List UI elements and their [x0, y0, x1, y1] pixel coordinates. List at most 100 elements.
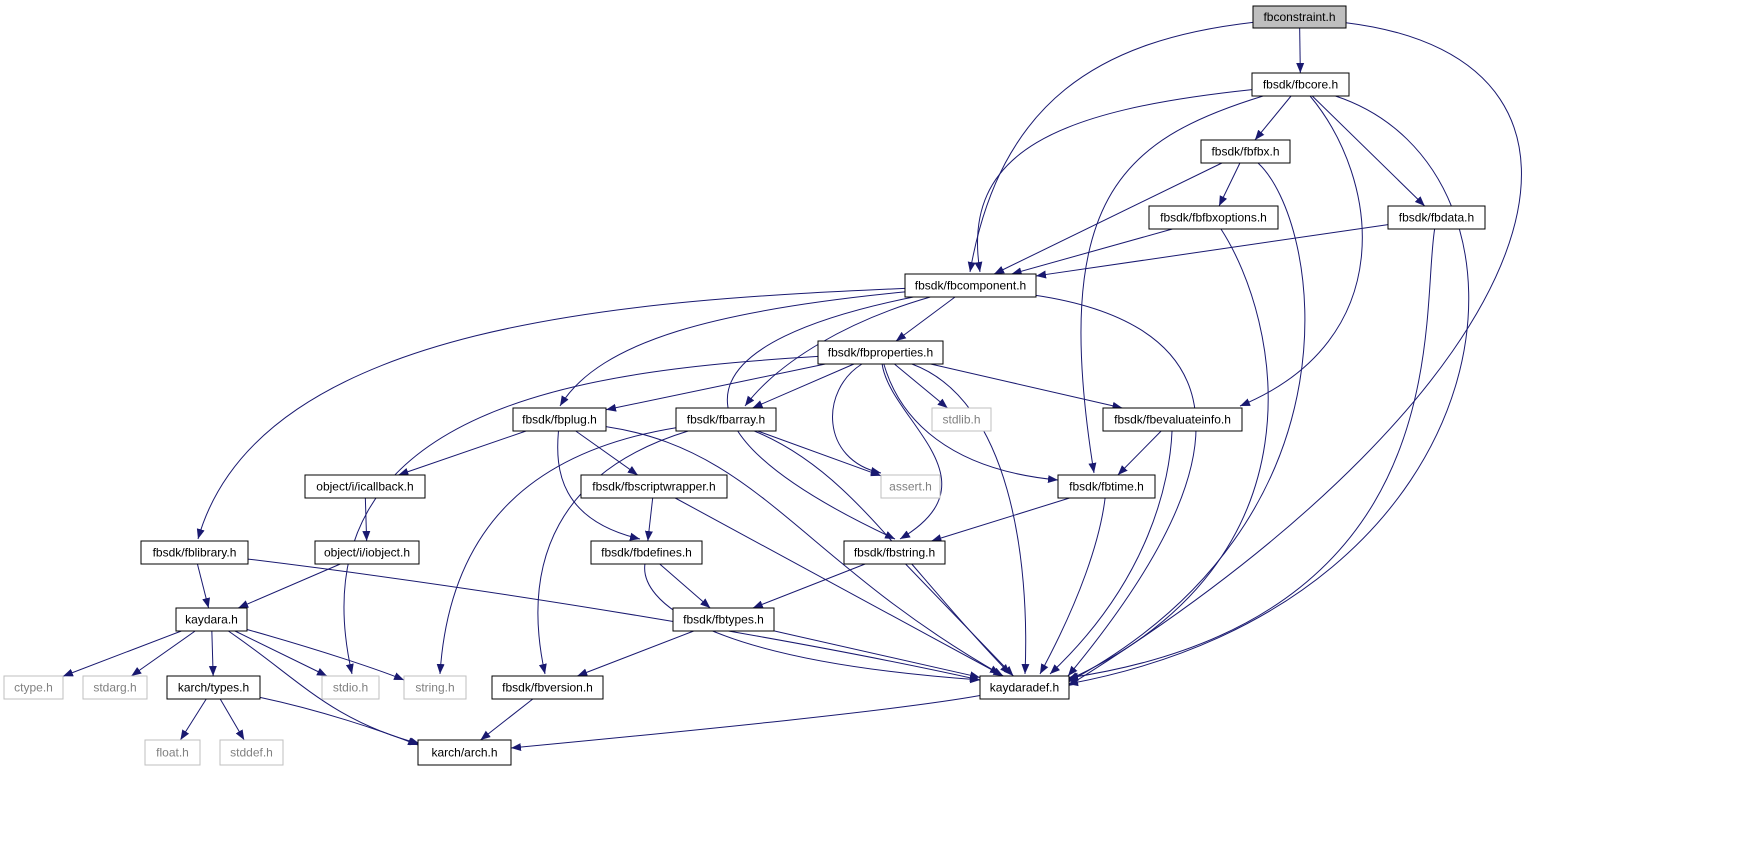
node-fbfbx[interactable]: fbsdk/fbfbx.h	[1200, 139, 1291, 164]
edge-fbdefines-to-fbtypes	[659, 563, 711, 609]
node-box-fbconstraint	[1252, 5, 1347, 29]
node-iobject[interactable]: object/i/iobject.h	[314, 540, 420, 565]
node-label-fbarray: fbsdk/fbarray.h	[687, 413, 765, 427]
edge-fbstring-to-fbtypes	[752, 563, 866, 609]
node-box-fbdefines	[590, 540, 703, 565]
edge-fbcore-to-kaydaradef	[1067, 95, 1470, 687]
node-box-stddef	[219, 739, 284, 766]
edge-fbversion-to-karcharch	[480, 698, 534, 741]
node-fbcomponent[interactable]: fbsdk/fbcomponent.h	[904, 273, 1037, 298]
node-box-fbstring	[843, 540, 946, 565]
node-fblibrary[interactable]: fbsdk/fblibrary.h	[140, 540, 249, 565]
edge-fbcore-to-fbtime	[1080, 95, 1264, 474]
node-float: float.h	[144, 739, 201, 766]
node-karcharch[interactable]: karch/arch.h	[417, 739, 512, 766]
node-box-fbfbx	[1200, 139, 1291, 164]
edge-karchtypes-to-float	[179, 698, 207, 741]
node-fbstring[interactable]: fbsdk/fbstring.h	[843, 540, 946, 565]
node-fbtime[interactable]: fbsdk/fbtime.h	[1057, 474, 1156, 499]
node-fbversion[interactable]: fbsdk/fbversion.h	[491, 675, 604, 700]
edge-fbtypes-to-kaydaradef	[773, 630, 981, 680]
edge-fbcomponent-to-fbstring	[727, 296, 914, 540]
edge-fbproperties-to-fbevaluateinfo	[930, 363, 1123, 410]
edge-fbproperties-to-fbarray	[752, 363, 855, 409]
node-label-kaydara: kaydara.h	[185, 613, 238, 627]
node-fbevaluateinfo[interactable]: fbsdk/fbevaluateinfo.h	[1102, 407, 1243, 432]
node-fbdefines[interactable]: fbsdk/fbdefines.h	[590, 540, 703, 565]
node-box-fbevaluateinfo	[1102, 407, 1243, 432]
edge-kaydara-to-ctype	[62, 630, 182, 677]
node-stdlib: stdlib.h	[931, 407, 992, 432]
edge-fbfbx-to-fbfbxoptions	[1218, 162, 1241, 207]
edge-fbcomponent-to-fblibrary	[196, 287, 906, 540]
node-label-fbstring: fbsdk/fbstring.h	[854, 546, 935, 560]
node-label-fbproperties: fbsdk/fbproperties.h	[828, 346, 933, 360]
edge-fbconstraint-to-fbcomponent	[967, 21, 1254, 273]
edge-fbarray-to-string	[436, 427, 677, 675]
node-box-fbproperties	[817, 340, 944, 365]
include-dependency-graph: fbconstraint.h fbsdk/fbcore.h fbsdk/fbfbx.…	[3, 5, 1522, 766]
node-box-kaydara	[175, 607, 248, 632]
edge-fbcomponent-to-kaydaradef	[1035, 294, 1197, 677]
edge-fbproperties-to-stdlib	[894, 363, 948, 409]
edge-fbproperties-to-stdio	[343, 355, 819, 675]
edge-icallback-to-iobject	[362, 497, 371, 542]
node-fbplug[interactable]: fbsdk/fbplug.h	[512, 407, 607, 432]
node-fbproperties[interactable]: fbsdk/fbproperties.h	[817, 340, 944, 365]
node-label-fbdefines: fbsdk/fbdefines.h	[601, 546, 692, 560]
node-kaydaradef[interactable]: kaydaradef.h	[979, 675, 1070, 700]
node-box-fblibrary	[140, 540, 249, 565]
node-fbdata[interactable]: fbsdk/fbdata.h	[1387, 205, 1486, 230]
edge-fbdata-to-kaydaradef	[1067, 228, 1436, 681]
node-label-stddef: stddef.h	[230, 746, 273, 760]
node-label-float: float.h	[156, 746, 189, 760]
edge-kaydara-to-string	[246, 628, 405, 681]
node-box-fbplug	[512, 407, 607, 432]
edge-fbcomponent-to-fbproperties	[895, 296, 956, 342]
edge-iobject-to-kaydara	[237, 563, 341, 609]
node-fbconstraint[interactable]: fbconstraint.h	[1252, 5, 1347, 29]
node-fbarray[interactable]: fbsdk/fbarray.h	[675, 407, 777, 432]
edge-fbfbx-to-fbcomponent	[993, 162, 1223, 275]
node-fbscriptwrapper[interactable]: fbsdk/fbscriptwrapper.h	[580, 474, 728, 499]
edge-fbarray-to-assert	[757, 430, 882, 477]
edge-fbproperties-to-kaydaradef	[911, 363, 1030, 675]
node-box-karcharch	[417, 739, 512, 766]
node-box-assert	[880, 474, 941, 499]
node-box-fbdata	[1387, 205, 1486, 230]
node-box-stdarg	[82, 675, 148, 700]
edge-fbproperties-to-fbstring	[881, 363, 943, 540]
node-label-fblibrary: fbsdk/fblibrary.h	[153, 546, 237, 560]
node-box-fbversion	[491, 675, 604, 700]
node-label-fbplug: fbsdk/fbplug.h	[522, 413, 597, 427]
node-icallback[interactable]: object/i/icallback.h	[304, 474, 426, 499]
node-label-fbdata: fbsdk/fbdata.h	[1399, 211, 1474, 225]
edge-fbplug-to-kaydaradef	[605, 426, 1001, 675]
edge-fblibrary-to-kaydara	[196, 563, 210, 609]
edge-fbevaluateinfo-to-fbtime	[1117, 430, 1162, 476]
node-box-fbcomponent	[904, 273, 1037, 298]
node-fbfbxoptions[interactable]: fbsdk/fbfbxoptions.h	[1148, 205, 1279, 230]
node-label-fbtime: fbsdk/fbtime.h	[1069, 480, 1144, 494]
node-stdio: stdio.h	[321, 675, 380, 700]
node-kaydara[interactable]: kaydara.h	[175, 607, 248, 632]
edge-layer	[62, 21, 1522, 752]
node-fbtypes[interactable]: fbsdk/fbtypes.h	[672, 607, 775, 632]
node-label-fbversion: fbsdk/fbversion.h	[502, 681, 593, 695]
node-label-kaydaradef: kaydaradef.h	[990, 681, 1059, 695]
node-label-assert: assert.h	[889, 480, 932, 494]
node-karchtypes[interactable]: karch/types.h	[166, 675, 261, 700]
edge-fbtime-to-fbstring	[931, 497, 1070, 542]
node-box-karchtypes	[166, 675, 261, 700]
node-label-stdarg: stdarg.h	[93, 681, 136, 695]
node-label-fbcore: fbsdk/fbcore.h	[1263, 78, 1338, 92]
edge-fbcore-to-fbfbx	[1254, 95, 1292, 141]
node-box-fbscriptwrapper	[580, 474, 728, 499]
node-label-fbfbxoptions: fbsdk/fbfbxoptions.h	[1160, 211, 1267, 225]
node-label-fbcomponent: fbsdk/fbcomponent.h	[915, 279, 1026, 293]
node-box-iobject	[314, 540, 420, 565]
node-fbcore[interactable]: fbsdk/fbcore.h	[1251, 72, 1350, 97]
node-label-ctype: ctype.h	[14, 681, 53, 695]
edge-fbplug-to-fbdefines	[557, 430, 641, 541]
node-box-string	[403, 675, 467, 700]
